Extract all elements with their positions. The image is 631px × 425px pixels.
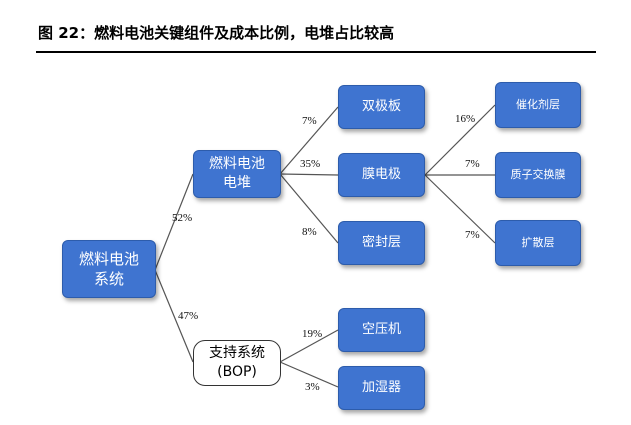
- pct-mea: 35%: [300, 158, 321, 170]
- node-catalyst-layer-label: 催化剂层: [516, 97, 560, 111]
- link-mea-gdl: [424, 174, 496, 244]
- pct-catalyst: 16%: [455, 113, 476, 125]
- pct-gdl: 7%: [465, 229, 480, 241]
- pct-bop: 47%: [178, 310, 199, 322]
- link-bop-compressor: [279, 329, 339, 363]
- node-bop: 支持系统 (BOP): [193, 340, 281, 386]
- link-bop-humidifier: [279, 361, 339, 388]
- node-compressor-label: 空压机: [361, 322, 401, 338]
- link-system-stack: [154, 173, 194, 271]
- node-humidifier-label: 加湿器: [361, 380, 401, 396]
- pct-stack: 52%: [172, 212, 193, 224]
- node-fuel-cell-stack-label: 燃料电池 电堆: [209, 156, 265, 191]
- node-catalyst-layer: 催化剂层: [495, 82, 581, 128]
- node-gas-diffusion-layer-label: 扩散层: [521, 235, 555, 249]
- node-mea: 膜电极: [338, 153, 425, 197]
- node-gas-diffusion-layer: 扩散层: [495, 220, 581, 266]
- node-seal-label: 密封层: [361, 235, 401, 251]
- node-pem-label: 质子交换膜: [510, 167, 566, 181]
- node-fuel-cell-system-label: 燃料电池 系统: [78, 249, 139, 288]
- pct-compressor: 19%: [302, 328, 323, 340]
- node-bop-label: 支持系统 (BOP): [209, 345, 265, 380]
- node-bipolar-plate-label: 双极板: [361, 99, 401, 115]
- node-fuel-cell-system: 燃料电池 系统: [62, 240, 156, 298]
- link-stack-bipolar: [279, 106, 339, 175]
- figure-title: 图 22：燃料电池关键组件及成本比例，电堆占比较高: [38, 24, 395, 42]
- pct-seal: 8%: [302, 226, 317, 238]
- node-humidifier: 加湿器: [338, 366, 425, 410]
- node-pem: 质子交换膜: [495, 152, 581, 198]
- link-stack-mea: [279, 173, 339, 176]
- node-seal: 密封层: [338, 221, 425, 265]
- link-system-bop: [154, 269, 194, 363]
- node-compressor: 空压机: [338, 308, 425, 352]
- node-mea-label: 膜电极: [361, 167, 401, 183]
- pct-pem: 7%: [465, 158, 480, 170]
- title-underline: [36, 51, 596, 53]
- link-mea-catalyst: [424, 104, 496, 176]
- node-bipolar-plate: 双极板: [338, 85, 425, 129]
- pct-bipolar-plate: 7%: [302, 115, 317, 127]
- pct-humidifier: 3%: [305, 381, 320, 393]
- node-fuel-cell-stack: 燃料电池 电堆: [193, 150, 281, 198]
- link-stack-seal: [279, 173, 339, 244]
